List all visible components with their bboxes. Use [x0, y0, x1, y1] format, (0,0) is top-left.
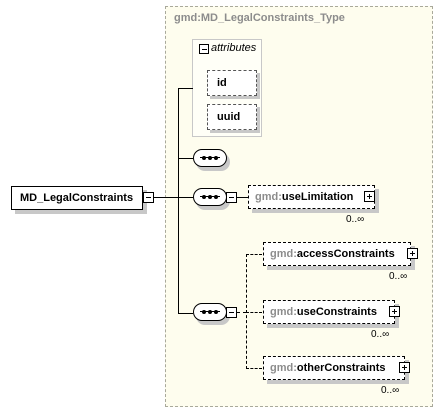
connector: [178, 158, 193, 159]
attributes-header: attributes: [211, 42, 257, 54]
element-namespace: gmd:: [270, 362, 297, 374]
element-namespace: gmd:: [255, 191, 282, 203]
expand-icon[interactable]: [364, 191, 375, 202]
element-namespace: gmd:: [270, 306, 297, 318]
element-name: otherConstraints: [296, 362, 386, 374]
connector: [246, 254, 262, 255]
attribute-uuid[interactable]: uuid: [207, 104, 257, 130]
element-use-constraints[interactable]: gmd:useConstraints: [263, 300, 395, 324]
connector: [178, 88, 179, 314]
root-collapse-icon[interactable]: [143, 192, 154, 203]
sequence-compositor[interactable]: [193, 149, 227, 167]
element-name: useLimitation: [281, 191, 354, 203]
expand-icon[interactable]: [399, 362, 410, 373]
element-use-limitation[interactable]: gmd:useLimitation: [248, 185, 375, 209]
cardinality: 0..∞: [371, 329, 390, 340]
element-other-constraints[interactable]: gmd:otherConstraints: [263, 356, 405, 380]
sequence-compositor[interactable]: [193, 188, 227, 206]
connector: [178, 197, 193, 198]
connector: [246, 254, 247, 369]
connector: [154, 197, 178, 198]
connector: [246, 312, 262, 313]
root-element[interactable]: MD_LegalConstraints: [11, 186, 143, 210]
sequence-collapse-icon[interactable]: [226, 307, 237, 318]
cardinality: 0..∞: [346, 214, 365, 225]
connector: [246, 368, 262, 369]
connector: [178, 313, 193, 314]
element-access-constraints[interactable]: gmd:accessConstraints: [263, 242, 411, 266]
expand-icon[interactable]: [407, 248, 418, 259]
cardinality: 0..∞: [381, 385, 400, 396]
attributes-collapse-icon[interactable]: [199, 44, 209, 54]
connector: [237, 197, 248, 198]
sequence-compositor[interactable]: [193, 303, 227, 321]
attribute-id[interactable]: id: [207, 70, 257, 96]
element-namespace: gmd:: [270, 248, 297, 260]
sequence-collapse-icon[interactable]: [226, 192, 237, 203]
type-title: gmd:MD_LegalConstraints_Type: [174, 12, 345, 24]
cardinality: 0..∞: [389, 271, 408, 282]
connector: [178, 88, 193, 89]
element-name: useConstraints: [296, 306, 377, 318]
connector: [237, 312, 246, 313]
expand-icon[interactable]: [389, 306, 400, 317]
element-name: accessConstraints: [296, 248, 395, 260]
